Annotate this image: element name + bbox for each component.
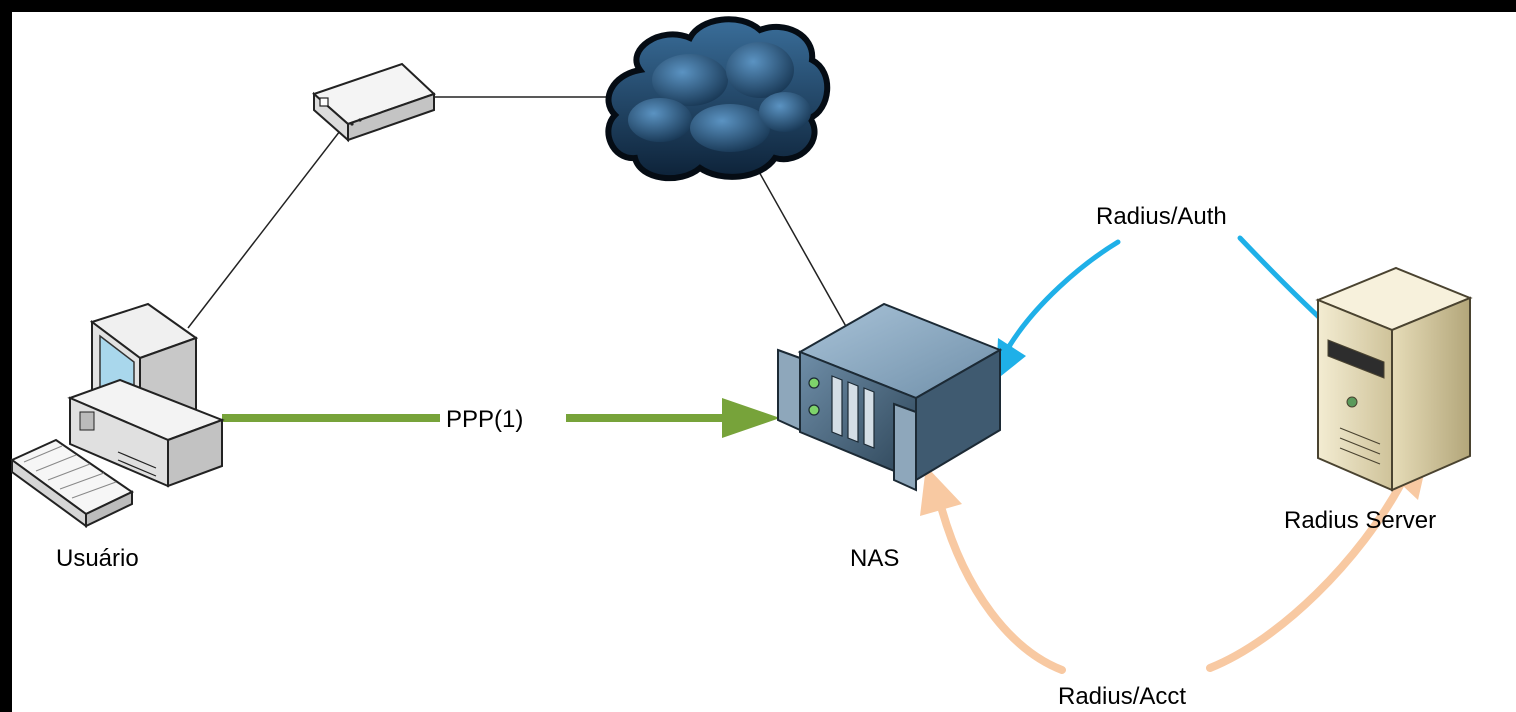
rack-server-icon	[777, 302, 1003, 492]
radius-server-label: Radius Server	[1284, 507, 1436, 534]
cloud-icon	[605, 16, 831, 182]
link-user-modem	[187, 117, 351, 329]
radius-acct-label: Radius/Acct	[1058, 683, 1186, 710]
ppp-label: PPP(1)	[446, 406, 523, 433]
desktop-computer-icon	[10, 302, 225, 528]
radius-auth-arrowhead-nas	[996, 338, 1026, 380]
radius-acct-arrow	[938, 478, 1406, 674]
tower-server-icon	[1315, 266, 1473, 492]
modem-icon	[312, 62, 436, 143]
nas-label: NAS	[850, 545, 899, 572]
ppp-connection-arrow	[222, 398, 780, 438]
radius-auth-label: Radius/Auth	[1096, 203, 1227, 230]
radius-acct-arrowhead-nas	[920, 466, 962, 516]
radius-auth-arrow	[995, 235, 1371, 377]
user-label: Usuário	[56, 545, 139, 572]
link-cloud-nas	[757, 169, 849, 331]
